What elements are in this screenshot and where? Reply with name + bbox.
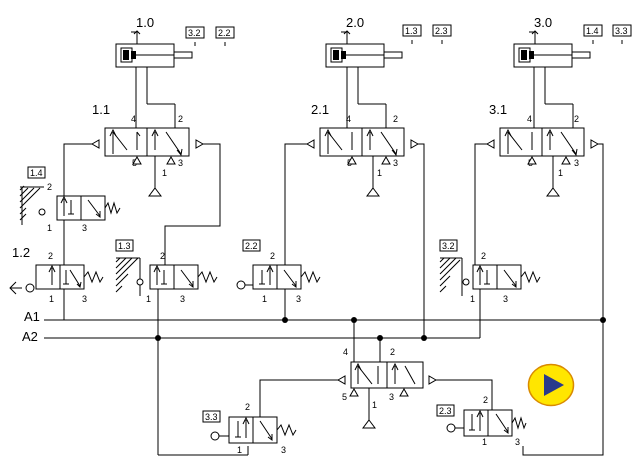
port-label: 3 <box>574 158 579 168</box>
line-label-a1: A1 <box>24 309 40 324</box>
cylinder-tag: 2.3 <box>435 26 448 36</box>
port-label: 1 <box>262 294 267 304</box>
limit-valve-1-3: 1.3 2 1 3 <box>115 239 218 338</box>
main-valve-1-1: 1.1 4 2 5 1 3 <box>90 67 205 197</box>
port-label: 1 <box>558 168 563 178</box>
port-label: 2 <box>48 251 53 261</box>
valve-label: 1.1 <box>92 102 110 117</box>
cylinder-tag: 1.3 <box>405 26 418 36</box>
port-label: 3 <box>180 294 185 304</box>
cylinder-tag: 3.2 <box>188 28 201 38</box>
port-label: 2 <box>160 251 165 261</box>
port-label: 3 <box>82 223 87 233</box>
port-label: 4 <box>527 114 532 124</box>
valve-tag: 1.3 <box>118 241 131 251</box>
cylinder-label: 3.0 <box>534 15 552 30</box>
port-label: 4 <box>343 347 348 357</box>
port-label: 3 <box>296 294 301 304</box>
main-valve-3-1: 3.1 4 2 5 1 3 <box>485 67 600 197</box>
port-label: 2 <box>47 182 52 192</box>
cylinder-tag: 3.3 <box>615 26 628 36</box>
port-label: 2 <box>483 395 488 405</box>
port-label: 1 <box>162 168 167 178</box>
port-label: 2 <box>270 251 275 261</box>
valve-label: 1.2 <box>12 245 30 260</box>
port-label: 1 <box>470 294 475 304</box>
port-label: 2 <box>178 114 183 124</box>
junction-dot <box>600 317 606 323</box>
cylinder-tag: 2.2 <box>218 28 231 38</box>
port-label: 3 <box>178 158 183 168</box>
supply-lines: A1 A2 <box>22 309 606 456</box>
cylinder-tag: 1.4 <box>586 26 599 36</box>
cylinder-2-0: 2.0 1.3 2.3 <box>325 15 452 68</box>
line-label-a2: A2 <box>22 329 38 344</box>
cylinder-label: 1.0 <box>136 15 154 30</box>
port-label: 1 <box>482 437 487 447</box>
limit-valve-3-3: 3.3 2 1 3 <box>202 402 297 455</box>
limit-valve-2-2: 2.2 2 1 3 <box>236 239 321 320</box>
limit-valve-2-3: 2.3 2 1 3 <box>436 395 527 447</box>
port-label: 1 <box>372 400 377 410</box>
valve-label: 2.1 <box>311 102 329 117</box>
limit-valve-1-4: 1.4 2 1 3 <box>19 166 121 265</box>
limit-valve-1-2: 1.2 2 1 3 <box>9 245 104 320</box>
play-icon <box>527 363 575 407</box>
port-label: 5 <box>342 392 347 402</box>
valve-tag: 2.2 <box>245 241 258 251</box>
junction-dot <box>351 317 357 323</box>
junction-dot <box>155 335 161 341</box>
memory-valve: 4 2 5 1 3 <box>259 347 493 429</box>
valve-tag: 2.3 <box>439 406 452 416</box>
port-label: 3 <box>82 294 87 304</box>
port-label: 1 <box>237 445 242 455</box>
pilot-lines <box>63 143 604 456</box>
cylinder-label: 2.0 <box>346 15 364 30</box>
port-label: 2 <box>393 114 398 124</box>
port-label: 1 <box>146 294 151 304</box>
port-label: 3 <box>503 294 508 304</box>
valve-tag: 3.2 <box>442 241 455 251</box>
port-label: 4 <box>131 114 136 124</box>
limit-valve-3-2: 3.2 2 1 3 <box>439 239 541 338</box>
valve-tag: 1.4 <box>30 168 43 178</box>
port-label: 3 <box>515 437 520 447</box>
port-label: 3 <box>281 445 286 455</box>
junction-dot <box>282 317 288 323</box>
junction-dot <box>421 335 427 341</box>
port-label: 3 <box>393 158 398 168</box>
port-label: 1 <box>377 168 382 178</box>
port-label: 2 <box>245 402 250 412</box>
main-valve-2-1: 2.1 4 2 5 1 3 <box>305 67 420 197</box>
port-label: 4 <box>346 114 351 124</box>
port-label: 2 <box>574 114 579 124</box>
junction-dot <box>377 335 383 341</box>
port-label: 2 <box>481 251 486 261</box>
valve-label: 3.1 <box>489 102 507 117</box>
port-label: 3 <box>389 392 394 402</box>
cylinder-1-0: 1.0 3.2 2.2 <box>115 15 235 68</box>
cylinder-3-0: 3.0 1.4 3.3 <box>513 15 632 68</box>
valve-tag: 3.3 <box>205 412 218 422</box>
port-label: 2 <box>390 347 395 357</box>
port-label: 1 <box>47 223 52 233</box>
play-button[interactable] <box>527 363 575 407</box>
port-label: 1 <box>49 294 54 304</box>
